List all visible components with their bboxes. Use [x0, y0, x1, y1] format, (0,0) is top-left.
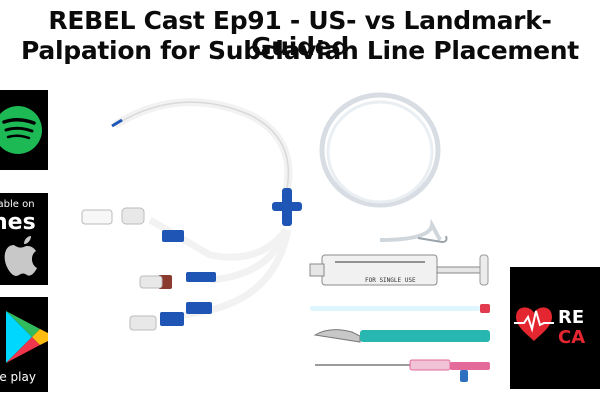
google-play-badge[interactable]: le play [0, 297, 48, 392]
guidewire-coil [319, 92, 448, 244]
itunes-text: nes [0, 210, 36, 235]
itunes-available-text: ilable on [0, 199, 35, 210]
syringe: FOR SINGLE USE [309, 254, 489, 286]
syringe-label: FOR SINGLE USE [365, 277, 416, 284]
page-title-line-2: Palpation for Subclavian Line Placement [21, 36, 579, 65]
play-triangle-icon [6, 311, 48, 363]
spotify-badge[interactable] [0, 90, 48, 170]
equipment-photo: FOR SINGLE USE [81, 92, 490, 382]
itunes-badge[interactable]: ilable on nes [0, 193, 48, 285]
apple-icon [4, 236, 37, 276]
cast-text: CA [558, 327, 586, 348]
google-play-label: le play [0, 370, 36, 384]
heart-ekg-icon [514, 307, 554, 341]
rebel-text: RE [558, 307, 585, 328]
introducer-needle [315, 359, 490, 382]
scalpel [313, 329, 490, 343]
dilator [310, 304, 490, 313]
rebel-cast-logo[interactable]: RE CA [510, 267, 600, 389]
spotify-icon [0, 106, 42, 154]
page-title-line-1: REBEL Cast Ep91 - US- vs Landmark-Guided [48, 6, 552, 61]
central-line-catheter [81, 98, 302, 331]
